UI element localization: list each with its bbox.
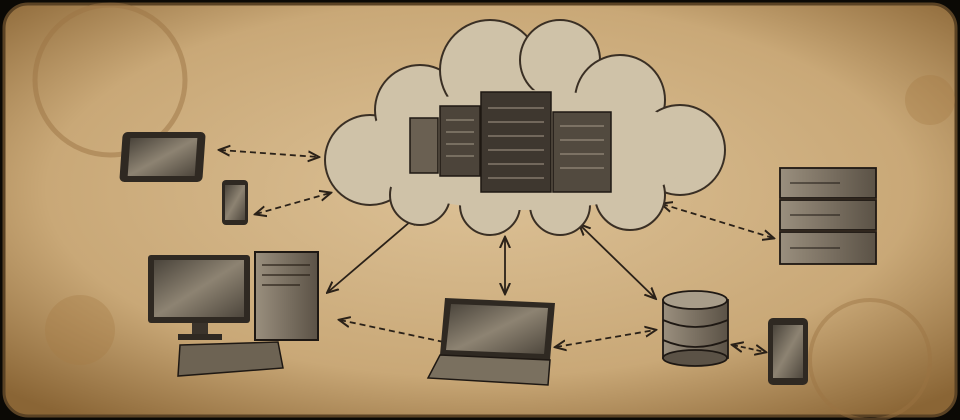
server-rack-icon xyxy=(779,167,877,265)
connection-tablet-cloud xyxy=(220,150,318,157)
connection-phone-cloud xyxy=(256,193,330,214)
stain-spot xyxy=(45,295,115,365)
smartphone-icon xyxy=(222,180,248,225)
desktop-computer-icon xyxy=(148,251,319,377)
computer-tower-icon xyxy=(254,251,319,341)
connections xyxy=(220,150,773,352)
coffee-stain xyxy=(808,298,932,420)
connection-database-cloud xyxy=(580,225,655,298)
tablet-icon xyxy=(119,132,206,182)
laptop-icon xyxy=(426,298,555,386)
database-icon xyxy=(662,290,729,367)
connection-desktop-laptop xyxy=(340,320,458,345)
smartphone-icon xyxy=(768,318,808,385)
connection-desktop-cloud xyxy=(328,215,418,292)
connection-database-phone xyxy=(733,345,765,352)
coffee-stain xyxy=(32,2,188,158)
stain-spot xyxy=(905,75,955,125)
server-tower-icon xyxy=(409,91,612,193)
connection-laptop-database xyxy=(556,330,655,347)
keyboard-icon xyxy=(177,341,284,377)
